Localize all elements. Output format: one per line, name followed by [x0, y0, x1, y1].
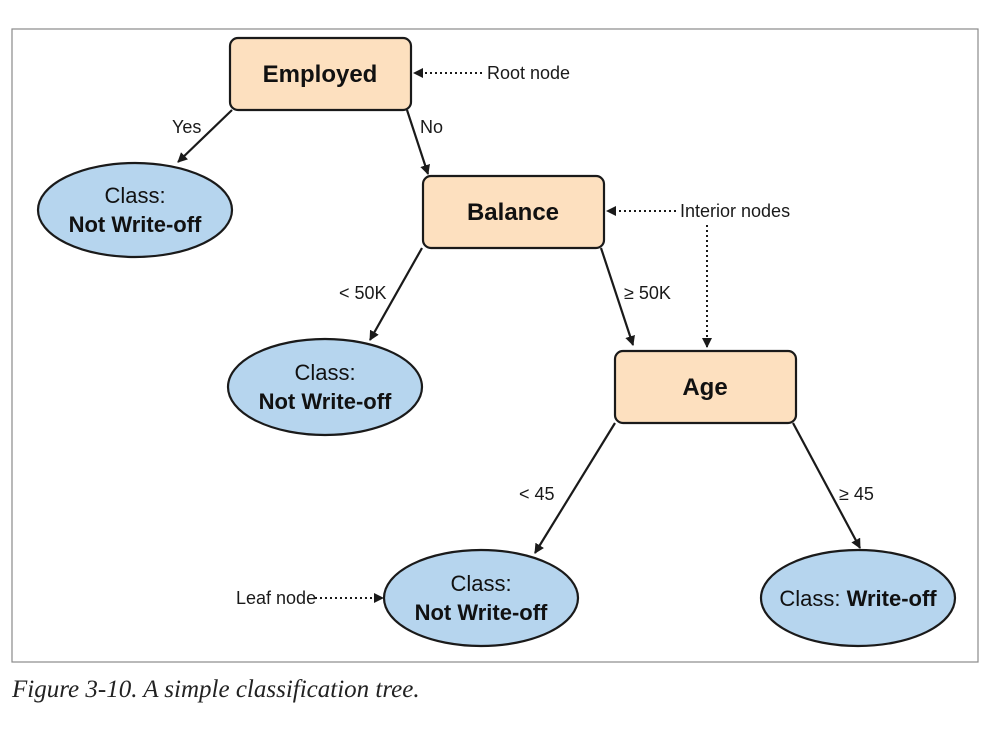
node-age: Age — [613, 349, 798, 425]
edge-label-balance-low: < 50K — [339, 283, 387, 303]
tree-edges — [177, 109, 861, 554]
annotation-leaf-node: Leaf node — [236, 588, 316, 608]
leaf-age-high-prefix: Class: — [779, 586, 840, 611]
edge-label-no: No — [420, 117, 443, 137]
node-age-label: Age — [682, 374, 727, 401]
edge-label-balance-high: ≥ 50K — [624, 283, 671, 303]
edge-label-yes: Yes — [172, 117, 201, 137]
leaf-age-low-prefix: Class: — [450, 571, 511, 596]
leaf-age-high: Class: Write-off — [759, 548, 957, 648]
edge-age-high — [792, 422, 861, 549]
edge-label-age-high: ≥ 45 — [839, 484, 874, 504]
node-balance: Balance — [421, 174, 606, 250]
edge-root-no — [405, 109, 430, 175]
leaf-employed-yes: Class: Not Write-off — [36, 161, 234, 259]
figure-caption: Figure 3-10. A simple classification tre… — [12, 676, 420, 703]
edge-balance-high — [599, 247, 635, 346]
leaf-employed-yes-prefix: Class: — [104, 183, 165, 208]
leaf-balance-low-value: Not Write-off — [259, 389, 392, 414]
leaf-balance-low-prefix: Class: — [294, 360, 355, 385]
node-employed-label: Employed — [263, 61, 378, 88]
node-employed: Employed — [228, 36, 413, 112]
leaf-employed-yes-value: Not Write-off — [69, 212, 202, 237]
node-balance-label: Balance — [467, 199, 559, 226]
edge-balance-low — [369, 247, 423, 341]
leaf-balance-low: Class: Not Write-off — [226, 337, 424, 437]
leaf-age-high-text: Class: Write-off — [779, 586, 937, 611]
leaf-age-low-value: Not Write-off — [415, 600, 548, 625]
annotation-labels: Root node Interior nodes Leaf node — [236, 63, 790, 608]
edge-labels: Yes No < 50K ≥ 50K < 45 ≥ 45 — [172, 117, 874, 504]
edge-root-yes — [177, 109, 233, 163]
annotation-interior-nodes: Interior nodes — [680, 201, 790, 221]
leaf-age-high-value: Write-off — [847, 586, 938, 611]
edge-age-low — [534, 422, 616, 554]
edge-label-age-low: < 45 — [519, 484, 555, 504]
leaf-age-low: Class: Not Write-off — [382, 548, 580, 648]
annotation-root-node: Root node — [487, 63, 570, 83]
annotation-arrows — [315, 68, 712, 603]
